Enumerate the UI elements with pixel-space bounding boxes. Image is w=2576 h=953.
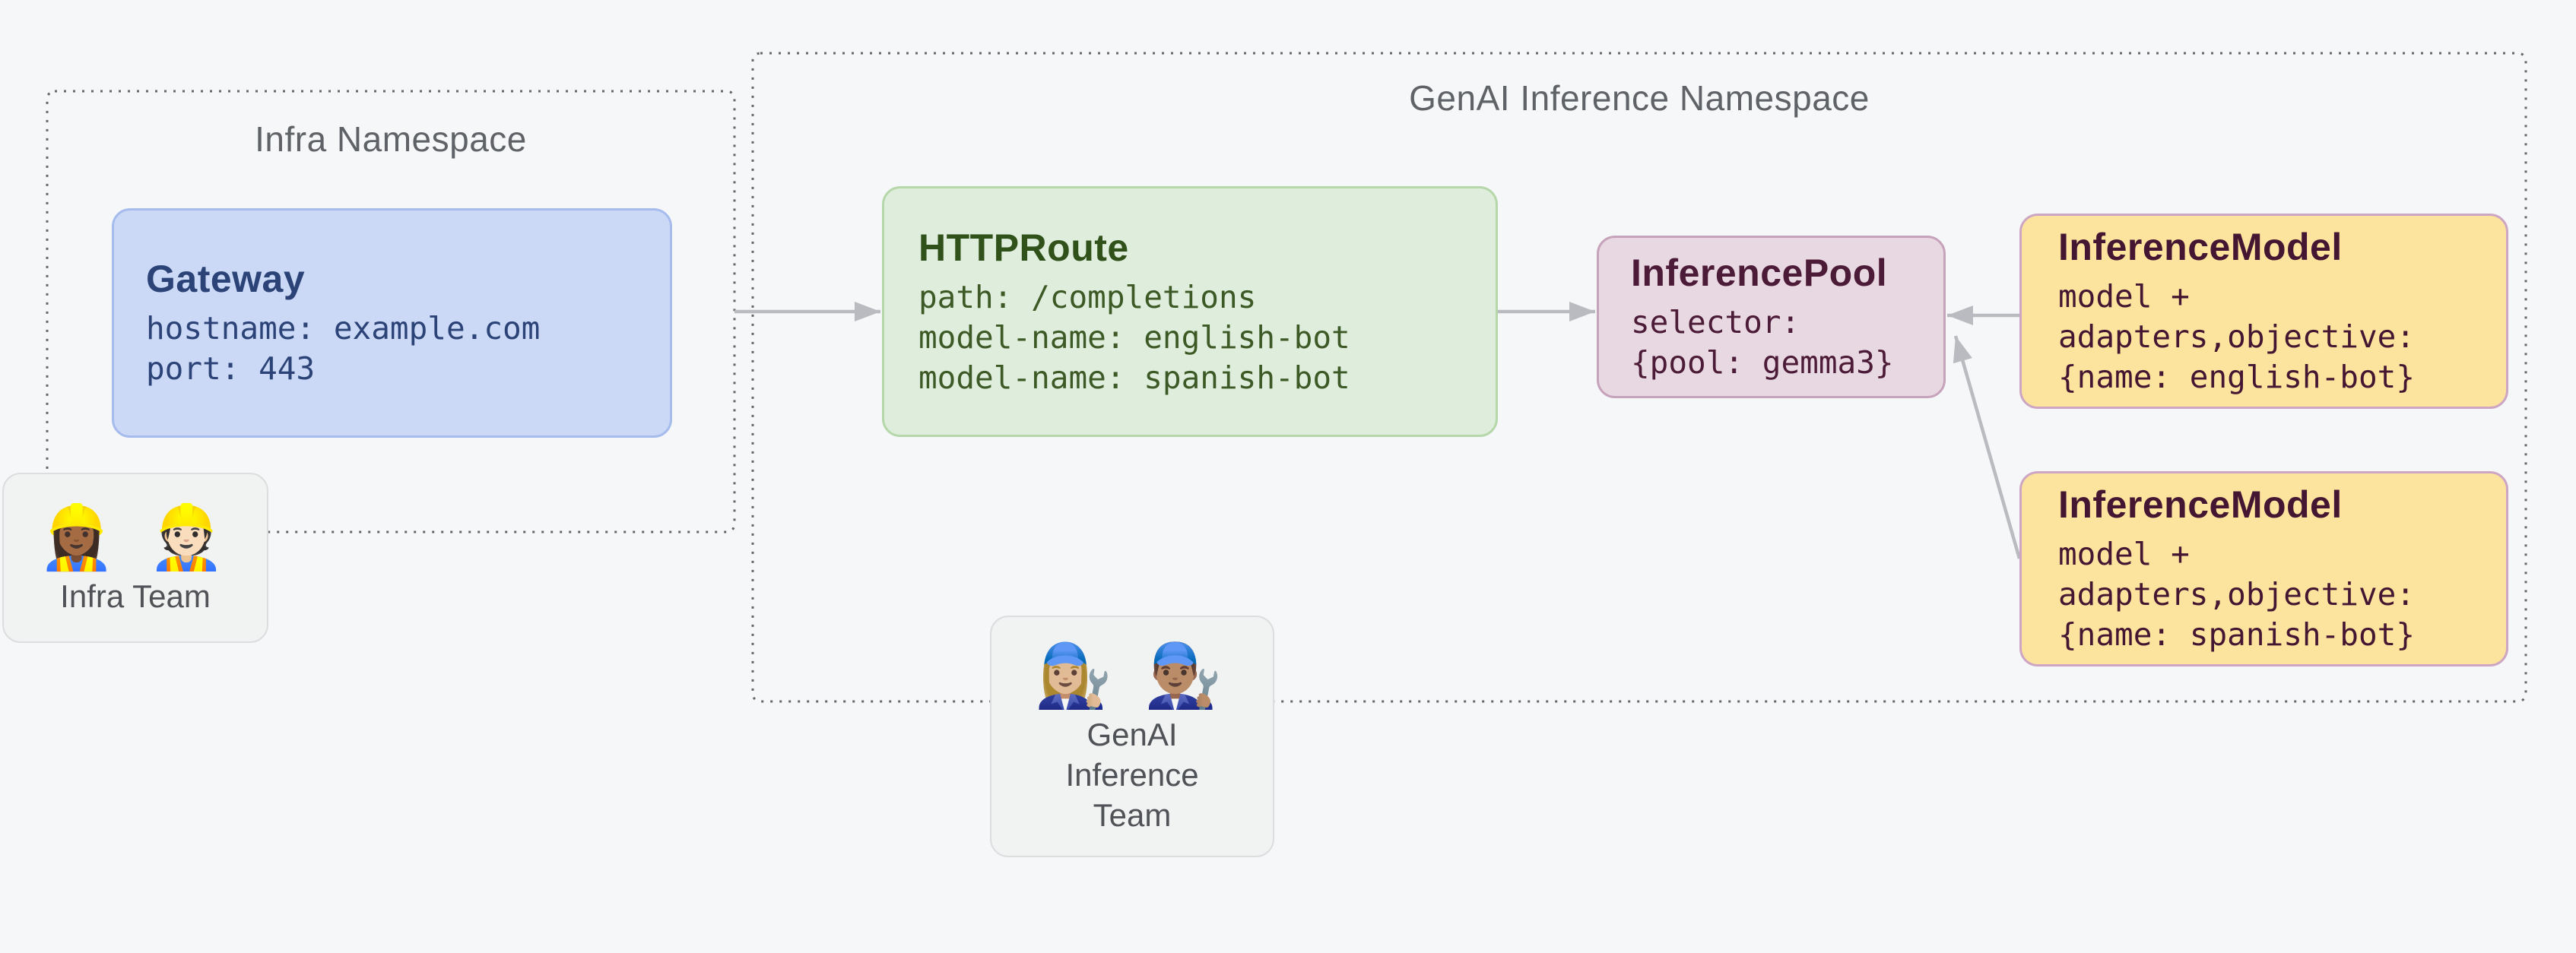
- inferencemodel-spanish-name-line: {name: spanish-bot}: [2058, 616, 2415, 653]
- construction-worker-emojis-icon: 👷🏾‍♀️ 👷🏻: [37, 502, 233, 572]
- gateway-node-title: Gateway: [146, 258, 306, 300]
- httproute-node-title: HTTPRoute: [918, 226, 1129, 269]
- httproute-node: HTTPRoute path: /completions model-name:…: [882, 186, 1498, 437]
- inferencepool-node: InferencePool selector: {pool: gemma3}: [1597, 236, 1946, 398]
- inferencepool-selector-line: selector:: [1631, 304, 1800, 340]
- inferencemodel-english-node: InferenceModel model + adapters,objectiv…: [2019, 214, 2508, 409]
- genai-team-label-line1: GenAI: [1087, 716, 1178, 752]
- httproute-model-english-line: model-name: english-bot: [918, 318, 1350, 356]
- genai-team-label-line3: Team: [1093, 796, 1172, 833]
- gateway-port-line: port: 443: [146, 350, 316, 387]
- genai-namespace-title: GenAI Inference Namespace: [1409, 78, 1870, 118]
- infra-namespace-border: [46, 90, 736, 533]
- inferencemodel-spanish-node-title: InferenceModel: [2058, 483, 2343, 526]
- inferencemodel-english-adapters-line: adapters,objective:: [2058, 318, 2415, 355]
- inferencemodel-english-name-line: {name: english-bot}: [2058, 359, 2415, 395]
- mechanic-emojis-icon: 👩🏼‍🔧 👨🏽‍🔧: [1034, 641, 1230, 711]
- arrow-inferencemodel-spanish-to-inferencepool: [1953, 335, 2022, 559]
- inferencemodel-english-model-line: model +: [2058, 278, 2190, 315]
- gateway-node: Gateway hostname: example.com port: 443: [112, 208, 672, 438]
- httproute-model-spanish-line: model-name: spanish-bot: [918, 359, 1350, 396]
- infra-namespace-title: Infra Namespace: [255, 119, 527, 159]
- inferencemodel-english-node-title: InferenceModel: [2058, 226, 2343, 268]
- genai-namespace-border: [751, 52, 2527, 703]
- gateway-hostname-line: hostname: example.com: [146, 310, 541, 347]
- inferencemodel-spanish-model-line: model +: [2058, 536, 2190, 572]
- genai-inference-team-card: 👩🏼‍🔧 👨🏽‍🔧 GenAI Inference Team: [990, 616, 1274, 857]
- httproute-path-line: path: /completions: [918, 278, 1257, 315]
- inferencepool-pool-line: {pool: gemma3}: [1631, 344, 1894, 381]
- infra-team-card: 👷🏾‍♀️ 👷🏻 Infra Team: [2, 473, 268, 643]
- infra-team-label: Infra Team: [60, 578, 211, 614]
- inferencemodel-spanish-adapters-line: adapters,objective:: [2058, 576, 2415, 613]
- inferencepool-node-title: InferencePool: [1631, 252, 1888, 294]
- genai-team-label-line2: Inference: [1065, 756, 1199, 793]
- inferencemodel-spanish-node: InferenceModel model + adapters,objectiv…: [2019, 471, 2508, 666]
